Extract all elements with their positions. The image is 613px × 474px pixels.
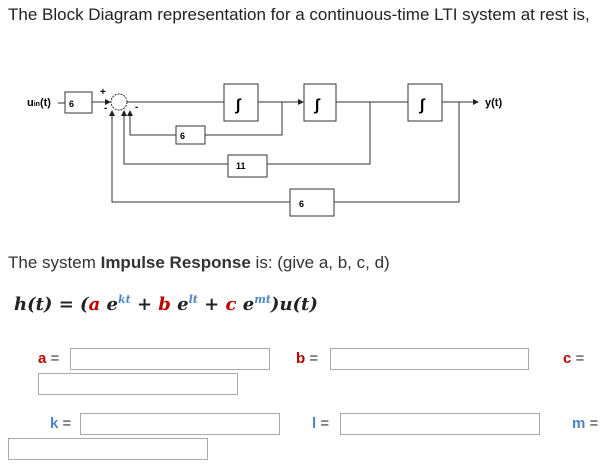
- a-input[interactable]: [70, 348, 270, 370]
- l-label: l =: [312, 415, 330, 432]
- m-input[interactable]: [8, 438, 208, 460]
- impulse-response-prompt: The system Impulse Response is: (give a,…: [8, 253, 390, 272]
- k-input[interactable]: [80, 413, 280, 435]
- feedback-gain-3: [289, 188, 335, 217]
- integrator-2: [303, 83, 337, 122]
- m-label: m =: [572, 415, 599, 432]
- svg-text:-: -: [135, 102, 138, 113]
- svg-text:-: -: [104, 103, 107, 114]
- a-label: a =: [38, 350, 60, 367]
- b-label: b =: [296, 350, 319, 367]
- svg-text:+: +: [100, 87, 106, 98]
- c-label: c =: [563, 350, 585, 367]
- block-diagram: uin(t) 6 + - - ∫ ∫ ∫ 6 11 6 y(t): [27, 83, 502, 217]
- svg-text:6: 6: [69, 99, 74, 109]
- k-label: k =: [50, 415, 72, 432]
- impulse-response-formula: h(t) = (a ekt + b elt + c emt)u(t): [14, 293, 318, 315]
- svg-text:uin(t): uin(t): [27, 97, 51, 109]
- svg-text:∫: ∫: [418, 97, 426, 114]
- integrator-3: [407, 83, 443, 122]
- integrator-1: [223, 83, 259, 122]
- svg-text:6: 6: [299, 199, 304, 209]
- b-input[interactable]: [330, 348, 529, 370]
- question-title: The Block Diagram representation for a c…: [8, 5, 590, 24]
- feedback-gain-2: [227, 154, 268, 178]
- svg-text:11: 11: [236, 161, 246, 171]
- c-input[interactable]: [38, 373, 238, 395]
- svg-text:∫: ∫: [234, 97, 242, 114]
- svg-text:y(t): y(t): [485, 97, 502, 109]
- l-input[interactable]: [340, 413, 540, 435]
- summing-junction: [110, 93, 128, 111]
- svg-text:6: 6: [180, 131, 185, 141]
- svg-text:∫: ∫: [313, 97, 321, 114]
